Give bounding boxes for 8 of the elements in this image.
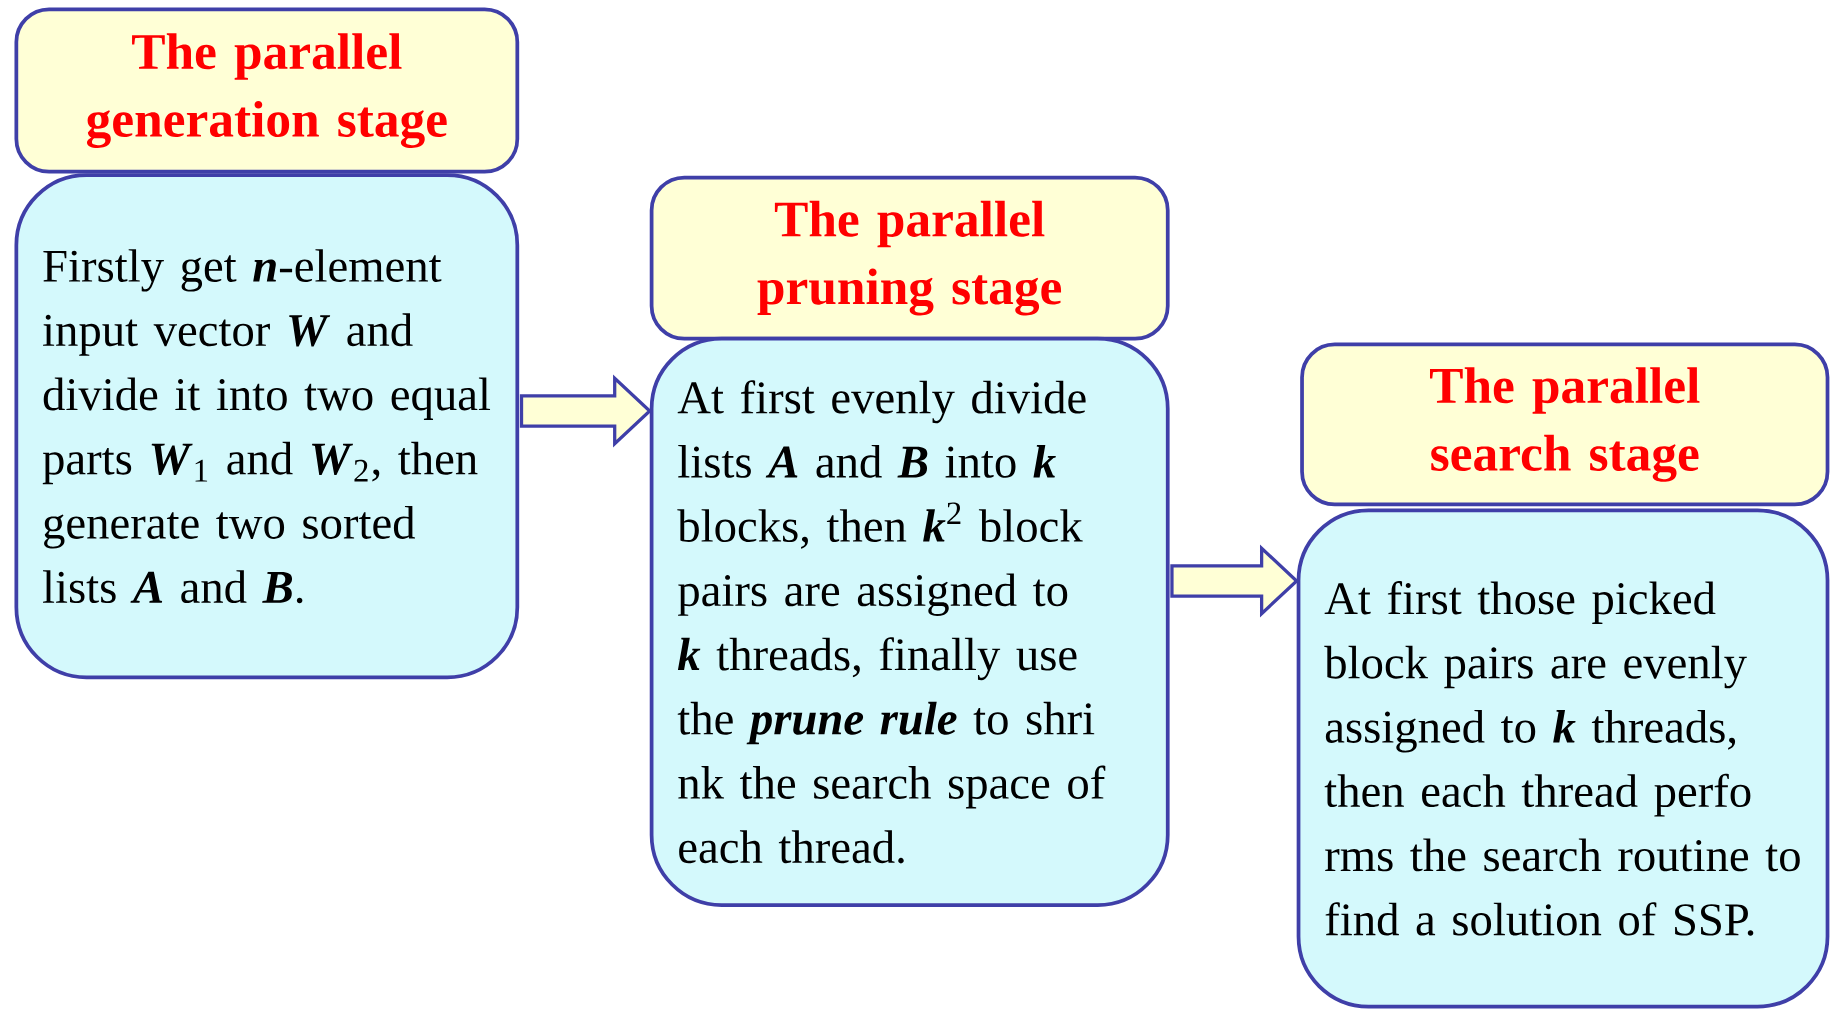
block-arrow <box>519 374 653 448</box>
description-box: At first evenly divide lists A and B into k blocks, then k$^{2}$ block pairs are assigned to k threads, finally use the prune rule to shri nk the search space of each thread. <box>649 336 1170 907</box>
description-box: Firstly get n-element input vector W and divide it into two equal parts W$_{1}$ and W$_{2}$, then generate two sorted lists A and B. <box>14 173 520 680</box>
stage-header-box: The parallel search stage <box>1300 342 1830 507</box>
description-box: At first those picked block pairs are evenly assigned to k threads, then each thread perfo rms the search routine to find a solution of SSP. <box>1296 508 1830 1009</box>
stage-header-box: The parallel generation stage <box>14 7 520 174</box>
stage-header-box: The parallel pruning stage <box>649 175 1170 341</box>
block-arrow <box>1170 544 1300 618</box>
